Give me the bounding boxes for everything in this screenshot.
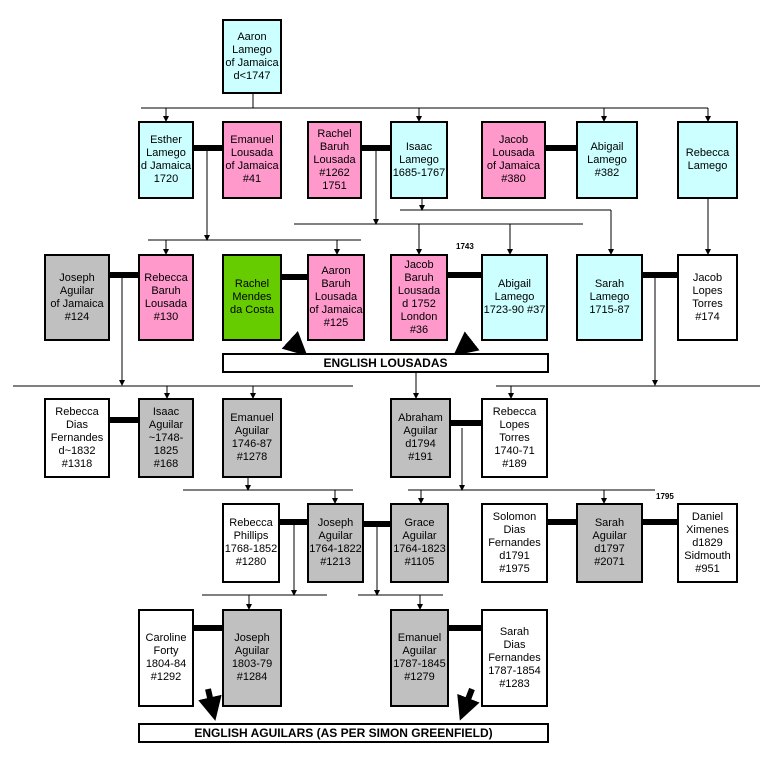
person-label: Aaron Lamego of Jamaica d<1747 <box>225 30 279 82</box>
person-joseph-aguilar-1213: Joseph Aguilar 1764-1822 #1213 <box>307 503 364 583</box>
person-joseph-aguilar-124: Joseph Aguilar of Jamaica #124 <box>44 254 110 341</box>
person-label: Grace Aguilar 1764-1823 #1105 <box>393 517 446 568</box>
person-label: Rebecca Phillips 1768-1852 #1280 <box>224 517 278 568</box>
person-label: Emanuel Aguilar 1787-1845 #1279 <box>393 632 446 683</box>
person-grace-aguilar: Grace Aguilar 1764-1823 #1105 <box>390 503 449 583</box>
person-label: Joseph Aguilar 1764-1822 #1213 <box>309 517 362 568</box>
person-jacob-lousada-380: Jacob Lousada of Jamaica #380 <box>481 121 546 199</box>
year-1743-label: 1743 <box>456 242 474 251</box>
person-rebecca-phillips: Rebecca Phillips 1768-1852 #1280 <box>222 503 280 583</box>
person-sarah-aguilar: Sarah Aguilar d1797 #2071 <box>576 503 643 583</box>
person-label: Daniel Ximenes d1829 Sidmouth #951 <box>684 510 731 575</box>
person-rebecca-lopes-torres: Rebecca Lopes Torres 1740-71 #189 <box>481 398 548 478</box>
person-label: Abigail Lamego #382 <box>587 140 627 179</box>
person-emanuel-lousada-41: Emanuel Lousada of Jamaica #41 <box>222 121 282 199</box>
person-label: Caroline Forty 1804-84 #1292 <box>145 632 187 683</box>
person-emanuel-aguilar-1278: Emanuel Aguilar 1746-87 #1278 <box>222 398 282 478</box>
person-abraham-aguilar: Abraham Aguilar d1794 #191 <box>390 398 451 478</box>
person-label: Emanuel Aguilar 1746-87 #1278 <box>230 412 274 463</box>
person-label: Solomon Dias Fernandes d1791 #1975 <box>488 510 541 575</box>
person-label: Jacob Lousada of Jamaica #380 <box>486 134 541 185</box>
person-rebecca-dias-fernandes-1318: Rebecca Dias Fernandes d~1832 #1318 <box>44 398 110 478</box>
person-label: Rebecca Lopes Torres 1740-71 #189 <box>492 405 537 470</box>
banner-english-lousadas: ENGLISH LOUSADAS <box>222 353 549 373</box>
person-emanuel-aguilar-1279: Emanuel Aguilar 1787-1845 #1279 <box>390 609 449 707</box>
person-caroline-forty: Caroline Forty 1804-84 #1292 <box>138 609 194 707</box>
person-esther-lamego: Esther Lamego d Jamaica 1720 <box>138 121 194 199</box>
person-jacob-lopes-torres: Jacob Lopes Torres #174 <box>677 254 738 341</box>
person-aaron-lamego: Aaron Lamego of Jamaica d<1747 <box>222 19 282 94</box>
person-label: Esther Lamego d Jamaica 1720 <box>140 134 192 185</box>
person-label: Isaac Aguilar ~1748- 1825 #168 <box>148 405 184 470</box>
person-sarah-dias-fernandes: Sarah Dias Fernandes 1787-1854 #1283 <box>481 609 548 707</box>
person-label: Rebecca Dias Fernandes d~1832 #1318 <box>50 405 104 470</box>
person-label: Rachel Baruh Lousada #1262 1751 <box>313 127 356 192</box>
person-label: Jacob Lopes Torres #174 <box>692 271 723 323</box>
person-isaac-aguilar-168: Isaac Aguilar ~1748- 1825 #168 <box>138 398 194 478</box>
person-label: Isaac Lamego 1685-1767 <box>392 140 446 179</box>
person-solomon-dias-fernandes: Solomon Dias Fernandes d1791 #1975 <box>481 503 548 583</box>
person-aaron-baruh-lousada: Aaron Baruh Lousada of Jamaica #125 <box>307 254 365 341</box>
person-isaac-lamego: Isaac Lamego 1685-1767 <box>390 121 448 199</box>
person-rebecca-lamego: Rebecca Lamego <box>677 121 738 199</box>
person-label: Abraham Aguilar d1794 #191 <box>398 412 443 463</box>
person-rebecca-baruh-lousada: Rebecca Baruh Lousada #130 <box>138 254 194 341</box>
person-label: Sarah Lamego 1715-87 <box>589 278 630 316</box>
person-label: Abigail Lamego 1723-90 #37 <box>483 278 546 316</box>
person-label: Aaron Baruh Lousada of Jamaica #125 <box>309 265 363 329</box>
person-label: Joseph Aguilar of Jamaica #124 <box>50 271 104 323</box>
person-rachel-mendes-da-costa: Rachel Mendes da Costa <box>222 254 282 341</box>
person-label: Joseph Aguilar 1803-79 #1284 <box>231 632 273 683</box>
banner-english-aguilars: ENGLISH AGUILARS (AS PER SIMON GREENFIEL… <box>138 723 549 743</box>
person-jacob-baruh-lousada: Jacob Baruh Lousada d 1752 London #36 <box>390 254 448 341</box>
person-label: Rebecca Lamego <box>685 147 730 172</box>
person-label: Sarah Aguilar d1797 #2071 <box>592 517 627 568</box>
person-abigail-lamego-37: Abigail Lamego 1723-90 #37 <box>481 254 548 341</box>
person-daniel-ximenes: Daniel Ximenes d1829 Sidmouth #951 <box>677 503 738 583</box>
person-sarah-lamego: Sarah Lamego 1715-87 <box>576 254 643 341</box>
person-label: Emanuel Lousada of Jamaica #41 <box>225 134 279 185</box>
person-label: Jacob Baruh Lousada d 1752 London #36 <box>397 258 441 336</box>
person-joseph-aguilar-1284: Joseph Aguilar 1803-79 #1284 <box>222 609 282 707</box>
person-abigail-lamego-382: Abigail Lamego #382 <box>576 121 638 199</box>
year-1795-label: 1795 <box>656 492 674 501</box>
person-label: Rachel Mendes da Costa <box>229 278 275 316</box>
person-label: Rebecca Baruh Lousada #130 <box>144 271 188 323</box>
person-rachel-baruh-lousada: Rachel Baruh Lousada #1262 1751 <box>307 121 362 199</box>
person-label: Sarah Dias Fernandes 1787-1854 #1283 <box>488 625 541 690</box>
